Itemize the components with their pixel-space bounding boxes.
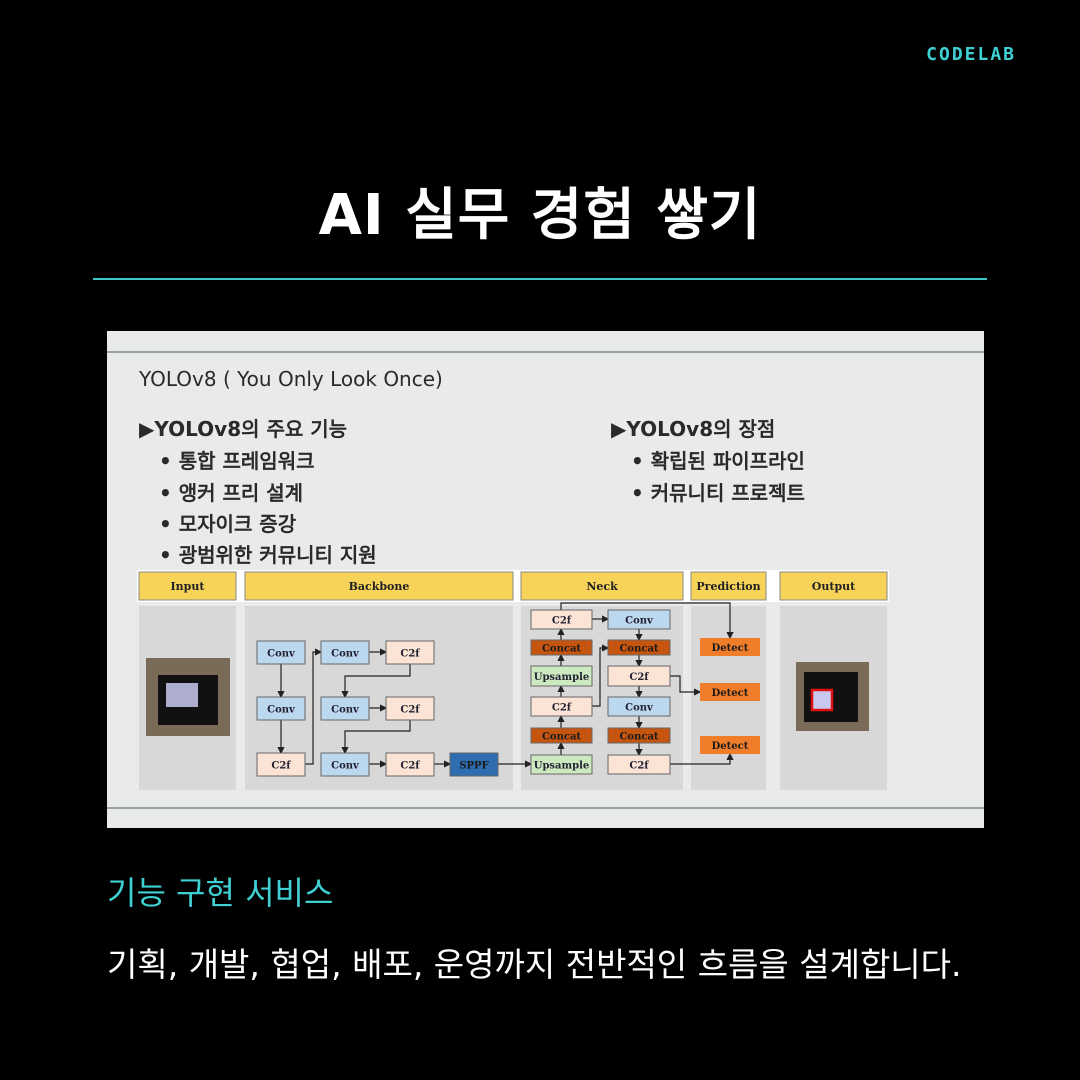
conv-block [607, 609, 671, 630]
flow-arrow [592, 644, 610, 707]
slide-bottom-line [107, 807, 984, 809]
concat-label: Concat [619, 732, 658, 743]
feature-item: • 앵커 프리 설계 [159, 481, 304, 505]
input-photo [146, 658, 230, 736]
concat-block [607, 639, 671, 656]
detect-label: Detect [712, 643, 749, 654]
c2f-block [256, 752, 306, 777]
brand-logo: CODELAB [926, 44, 1016, 65]
c2f-label: C2f [400, 761, 420, 772]
advantage-item: • 확립된 파이프라인 [631, 449, 805, 473]
section-description: 기획, 개발, 협업, 배포, 운영까지 전반적인 흐름을 설계합니다. [107, 945, 962, 984]
section-header-label: Prediction [696, 580, 760, 593]
upsample-label: Upsample [534, 761, 590, 772]
divider [93, 278, 987, 280]
concat-label: Concat [542, 644, 581, 655]
c2f-label: C2f [552, 616, 572, 627]
flow-arrow [341, 720, 411, 755]
conv-block [256, 640, 306, 665]
c2f-block [607, 665, 671, 687]
section-header-label: Input [171, 580, 206, 593]
conv-label: Conv [625, 703, 654, 714]
upsample-block [530, 754, 593, 775]
section-header [779, 571, 888, 601]
conv-label: Conv [267, 705, 296, 716]
output-photo [796, 662, 869, 731]
upsample-label: Upsample [534, 672, 590, 683]
c2f-label: C2f [400, 705, 420, 716]
concat-block [530, 639, 593, 656]
section-header [520, 571, 684, 601]
slide-heading: YOLOv8 ( You Only Look Once) [139, 367, 443, 391]
flow-arrow [670, 752, 734, 765]
conv-block [320, 696, 370, 721]
page-title: AI 실무 경험 쌓기 [318, 183, 762, 248]
c2f-label: C2f [629, 761, 649, 772]
sppf-label: SPPF [459, 761, 488, 772]
feature-item: • 모자이크 증강 [159, 512, 297, 536]
conv-block [320, 640, 370, 665]
detect-label: Detect [712, 741, 749, 752]
concat-block [607, 727, 671, 744]
detect-label: Detect [712, 688, 749, 699]
c2f-label: C2f [552, 703, 572, 714]
section-header-label: Backbone [349, 580, 410, 593]
detect-block [700, 683, 760, 701]
section-header-label: Neck [586, 580, 618, 593]
c2f-block [385, 752, 435, 777]
slide-top-line [107, 351, 984, 353]
feature-item: • 광범위한 커뮤니티 지원 [159, 543, 377, 567]
c2f-block [385, 640, 435, 665]
conv-block [256, 696, 306, 721]
conv-label: Conv [331, 705, 360, 716]
section-header [244, 571, 514, 601]
c2f-label: C2f [400, 649, 420, 660]
c2f-label: C2f [629, 672, 649, 683]
upsample-block [530, 665, 593, 687]
c2f-block [607, 754, 671, 775]
conv-label: Conv [331, 649, 360, 660]
c2f-block [530, 609, 593, 630]
detect-block [700, 736, 760, 754]
conv-block [607, 696, 671, 717]
section-subtitle: 기능 구현 서비스 [107, 874, 334, 912]
concat-label: Concat [619, 644, 658, 655]
conv-label: Conv [625, 616, 654, 627]
flow-arrow [341, 664, 411, 699]
flow-arrow [305, 648, 323, 765]
section-header [138, 571, 237, 601]
flow-arrow [560, 602, 734, 640]
c2f-block [530, 696, 593, 717]
c2f-label: C2f [271, 761, 291, 772]
detect-block [700, 638, 760, 656]
features-title: ▶YOLOv8의 주요 기능 [139, 417, 348, 441]
advantage-item: • 커뮤니티 프로젝트 [631, 481, 805, 505]
conv-label: Conv [267, 649, 296, 660]
conv-block [320, 752, 370, 777]
section-header [690, 571, 767, 601]
concat-block [530, 727, 593, 744]
concat-label: Concat [542, 732, 581, 743]
conv-label: Conv [331, 761, 360, 772]
flow-arrow [670, 675, 702, 696]
section-header-label: Output [812, 580, 856, 593]
advantages-title: ▶YOLOv8의 장점 [611, 417, 776, 441]
feature-item: • 통합 프레임워크 [159, 449, 315, 473]
sppf-block [449, 752, 499, 777]
c2f-block [385, 696, 435, 721]
